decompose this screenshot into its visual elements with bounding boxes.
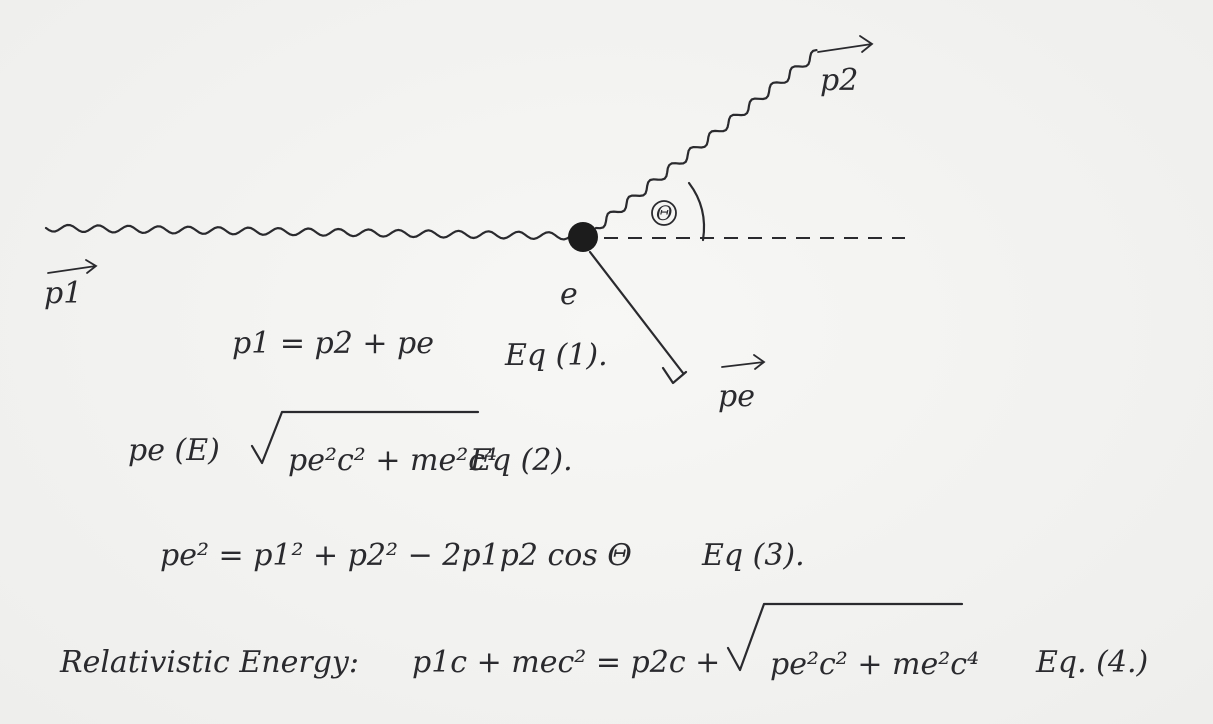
angle-arc (687, 181, 706, 242)
pe-vector-arrow (721, 354, 766, 370)
p1-label: p1 (44, 276, 82, 311)
eq3-tag: Eq (3). (701, 538, 805, 573)
eq2-lhs: pe (E) (128, 433, 220, 468)
eq4-radicand: pe²c² + me²c⁴ (770, 647, 979, 682)
p1-vector-arrow (47, 259, 98, 274)
electron-label: e (560, 277, 578, 312)
recoil-electron-line (588, 250, 685, 375)
theta-label: Θ (656, 201, 672, 225)
eq2-radical (250, 410, 480, 465)
p2-label: p2 (820, 63, 858, 98)
eq2-tag: Eq (2). (469, 443, 573, 478)
p2-vector-arrow (817, 35, 874, 53)
eq1-tag: Eq (1). (504, 338, 608, 373)
theta-circle (651, 200, 677, 226)
electron-dot (568, 222, 598, 252)
recoil-electron-arrowhead (661, 366, 688, 385)
eq4-radical (726, 602, 964, 672)
scattered-photon-wave (594, 49, 818, 230)
eq4-label: Relativistic Energy: (59, 645, 359, 680)
eq4-lhs: p1c + mec² = p2c + (412, 645, 720, 680)
pe-label: pe (718, 379, 755, 414)
eq3-text: pe² = p1² + p2² − 2p1p2 cos Θ (160, 538, 632, 573)
eq2-radicand: pe²c² + me²c⁴ (288, 443, 497, 478)
incoming-photon-wave (44, 223, 572, 241)
eq1-text: p1 = p2 + pe (232, 326, 434, 361)
eq4-tag: Eq. (4.) (1035, 645, 1148, 680)
